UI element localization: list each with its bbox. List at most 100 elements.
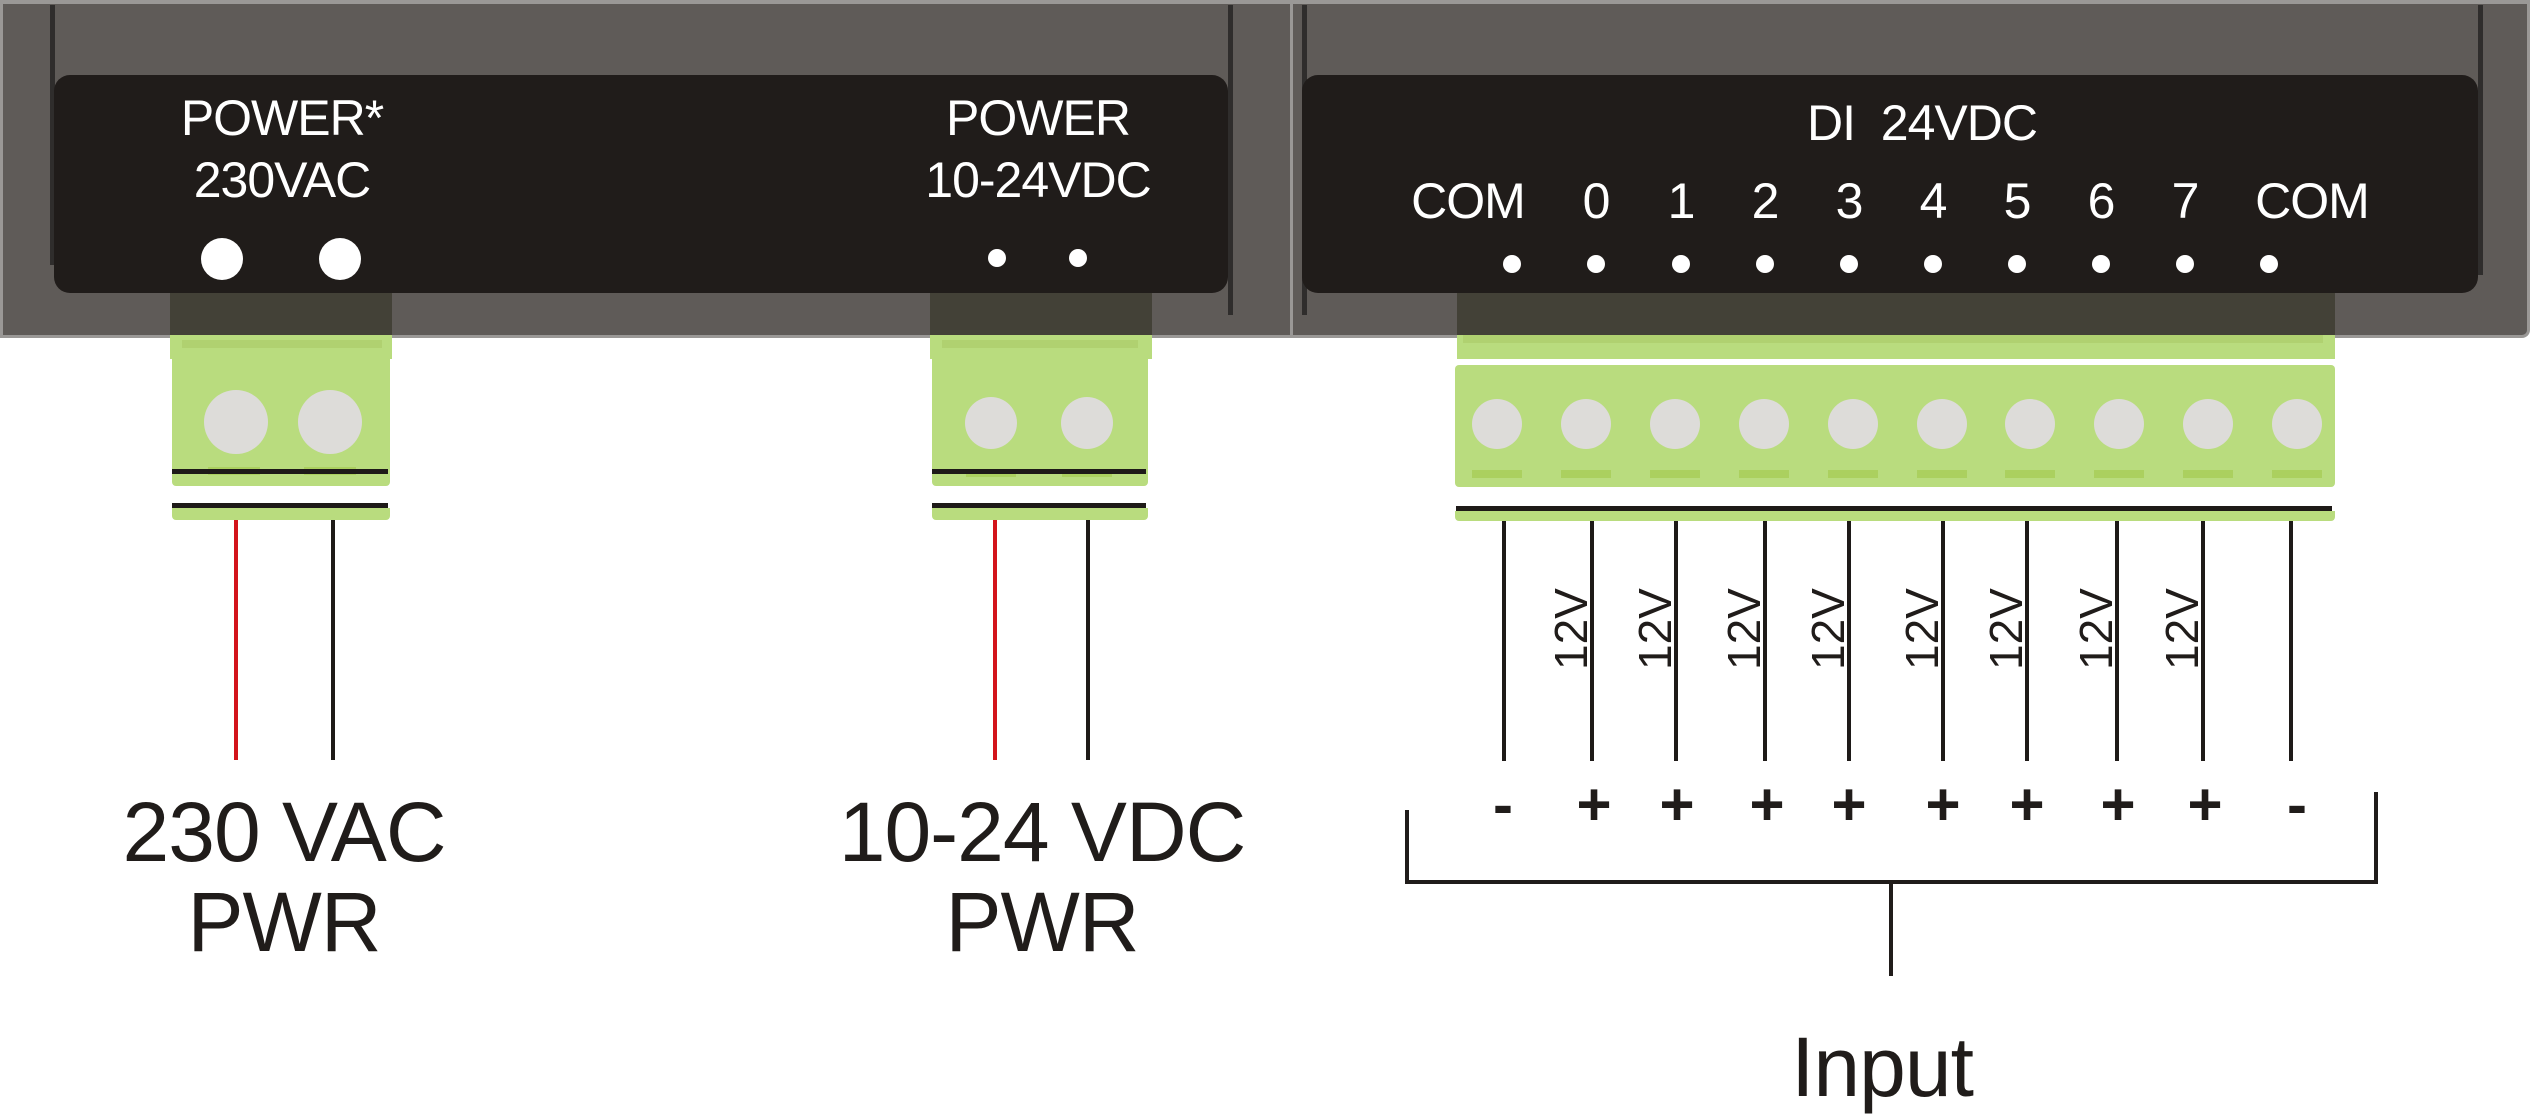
di-pin-label: 4 bbox=[1919, 173, 1948, 229]
di-polarity-sign: + bbox=[1659, 771, 1695, 838]
dc-terminal-block bbox=[932, 338, 1148, 486]
di-screw bbox=[2272, 399, 2322, 449]
di-slot bbox=[2183, 470, 2233, 478]
di-voltage-label: 12V bbox=[2156, 588, 2208, 670]
di-pin-label: COM bbox=[1411, 173, 1526, 229]
dc-caption-line1: 10-24 VDC bbox=[838, 785, 1247, 879]
di-voltage-label: 12V bbox=[2070, 588, 2122, 670]
housing-divider-left bbox=[50, 5, 55, 265]
di-slot bbox=[1561, 470, 1611, 478]
ac-wire-neutral bbox=[331, 520, 335, 760]
di-screw bbox=[1739, 399, 1789, 449]
di-screw bbox=[1828, 399, 1878, 449]
di-wire bbox=[1502, 521, 1506, 761]
di-polarity-sign: + bbox=[2009, 771, 2045, 838]
di-pin-label: 7 bbox=[2171, 173, 2200, 229]
di-pin-label: 6 bbox=[2087, 173, 2116, 229]
di-pin-indicator bbox=[1840, 255, 1858, 273]
dc-terminal-bottom bbox=[932, 508, 1148, 520]
ac-caption-line2: PWR bbox=[187, 875, 382, 969]
di-wire bbox=[1763, 521, 1767, 761]
di-wire bbox=[1590, 521, 1594, 761]
input-bracket-stem bbox=[1889, 884, 1893, 976]
di-voltage-label: 12V bbox=[1980, 588, 2032, 670]
di-label-panel bbox=[1302, 75, 2478, 293]
dc-wire-positive bbox=[993, 520, 997, 760]
ac-wire-live bbox=[234, 520, 238, 760]
dc-wire-negative bbox=[1086, 520, 1090, 760]
di-wire bbox=[1847, 521, 1851, 761]
di-polarity-sign: + bbox=[1749, 771, 1785, 838]
di-terminal-neck bbox=[1457, 293, 2335, 335]
ac-caption-line1: 230 VAC bbox=[122, 785, 447, 879]
di-polarity-sign: + bbox=[1925, 771, 1961, 838]
di-pin-label: COM bbox=[2255, 173, 2370, 229]
di-wire bbox=[2289, 521, 2293, 761]
dc-terminal-indicator-1 bbox=[988, 249, 1006, 267]
di-pin-indicator bbox=[1587, 255, 1605, 273]
di-pin-indicator bbox=[1672, 255, 1690, 273]
di-terminal-bottom bbox=[1455, 511, 2335, 521]
di-screw bbox=[1650, 399, 1700, 449]
dc-screw-1 bbox=[965, 397, 1017, 449]
ac-terminal-neck bbox=[170, 293, 392, 335]
di-polarity-sign: + bbox=[2100, 771, 2136, 838]
di-wire bbox=[1941, 521, 1945, 761]
housing-top-edge bbox=[0, 0, 2530, 4]
di-polarity-sign: + bbox=[1831, 771, 1867, 838]
power-label-panel bbox=[54, 75, 1228, 293]
di-polarity-sign: + bbox=[2187, 771, 2223, 838]
ac-power-label: POWER* bbox=[180, 90, 384, 146]
di-pin-label: 2 bbox=[1751, 173, 1780, 229]
ac-terminal-bottom bbox=[172, 508, 390, 520]
input-caption: Input bbox=[1791, 1020, 1974, 1114]
dc-screw-2 bbox=[1061, 397, 1113, 449]
di-terminal-bar bbox=[1456, 506, 2332, 511]
di-wire bbox=[2115, 521, 2119, 761]
di-screw bbox=[2094, 399, 2144, 449]
di-slot bbox=[1650, 470, 1700, 478]
di-pin-label: 1 bbox=[1667, 173, 1696, 229]
dc-terminal-neck bbox=[930, 293, 1152, 335]
di-voltage-label: 12V bbox=[1629, 588, 1681, 670]
housing-divider-right bbox=[2478, 5, 2483, 275]
di-pin-indicator bbox=[2260, 255, 2278, 273]
ac-terminal-indicator-1 bbox=[201, 238, 243, 280]
di-polarity-sign: - bbox=[1493, 771, 1513, 838]
di-pin-indicator bbox=[2176, 255, 2194, 273]
ac-screw-1 bbox=[204, 390, 268, 454]
di-voltage-label: 12V bbox=[1718, 588, 1770, 670]
dc-terminal-bar bbox=[932, 469, 1146, 474]
housing-divider-mid bbox=[1228, 5, 1233, 315]
di-pin-indicator bbox=[2008, 255, 2026, 273]
di-slot bbox=[1472, 470, 1522, 478]
ac-terminal-bottom-bar bbox=[172, 503, 388, 508]
di-screw bbox=[1561, 399, 1611, 449]
di-screw bbox=[1917, 399, 1967, 449]
di-screw bbox=[2005, 399, 2055, 449]
di-polarity-sign: - bbox=[2287, 771, 2307, 838]
di-voltage-label: 12V bbox=[1896, 588, 1948, 670]
di-pin-indicator bbox=[1756, 255, 1774, 273]
di-voltage-label: 12V bbox=[1545, 588, 1597, 670]
di-wire bbox=[2025, 521, 2029, 761]
di-slot bbox=[2005, 470, 2055, 478]
di-slot bbox=[1739, 470, 1789, 478]
di-pin-indicator bbox=[2092, 255, 2110, 273]
ac-terminal-indicator-2 bbox=[319, 238, 361, 280]
di-slot bbox=[2094, 470, 2144, 478]
di-voltage-label: 12V bbox=[1802, 588, 1854, 670]
dc-caption-line2: PWR bbox=[945, 875, 1140, 969]
dc-terminal-bottom-bar bbox=[932, 503, 1146, 508]
input-bracket-right bbox=[2374, 792, 2378, 884]
input-bracket-left bbox=[1405, 810, 1409, 884]
di-wire bbox=[1674, 521, 1678, 761]
di-wire bbox=[2201, 521, 2205, 761]
dc-power-label: POWER bbox=[946, 90, 1131, 146]
di-pin-label: 5 bbox=[2003, 173, 2032, 229]
di-slot bbox=[2272, 470, 2322, 478]
di-polarity-sign: + bbox=[1576, 771, 1612, 838]
di-pin-indicator bbox=[1924, 255, 1942, 273]
dc-voltage-label: 10-24VDC bbox=[925, 152, 1151, 208]
di-pin-indicator bbox=[1503, 255, 1521, 273]
